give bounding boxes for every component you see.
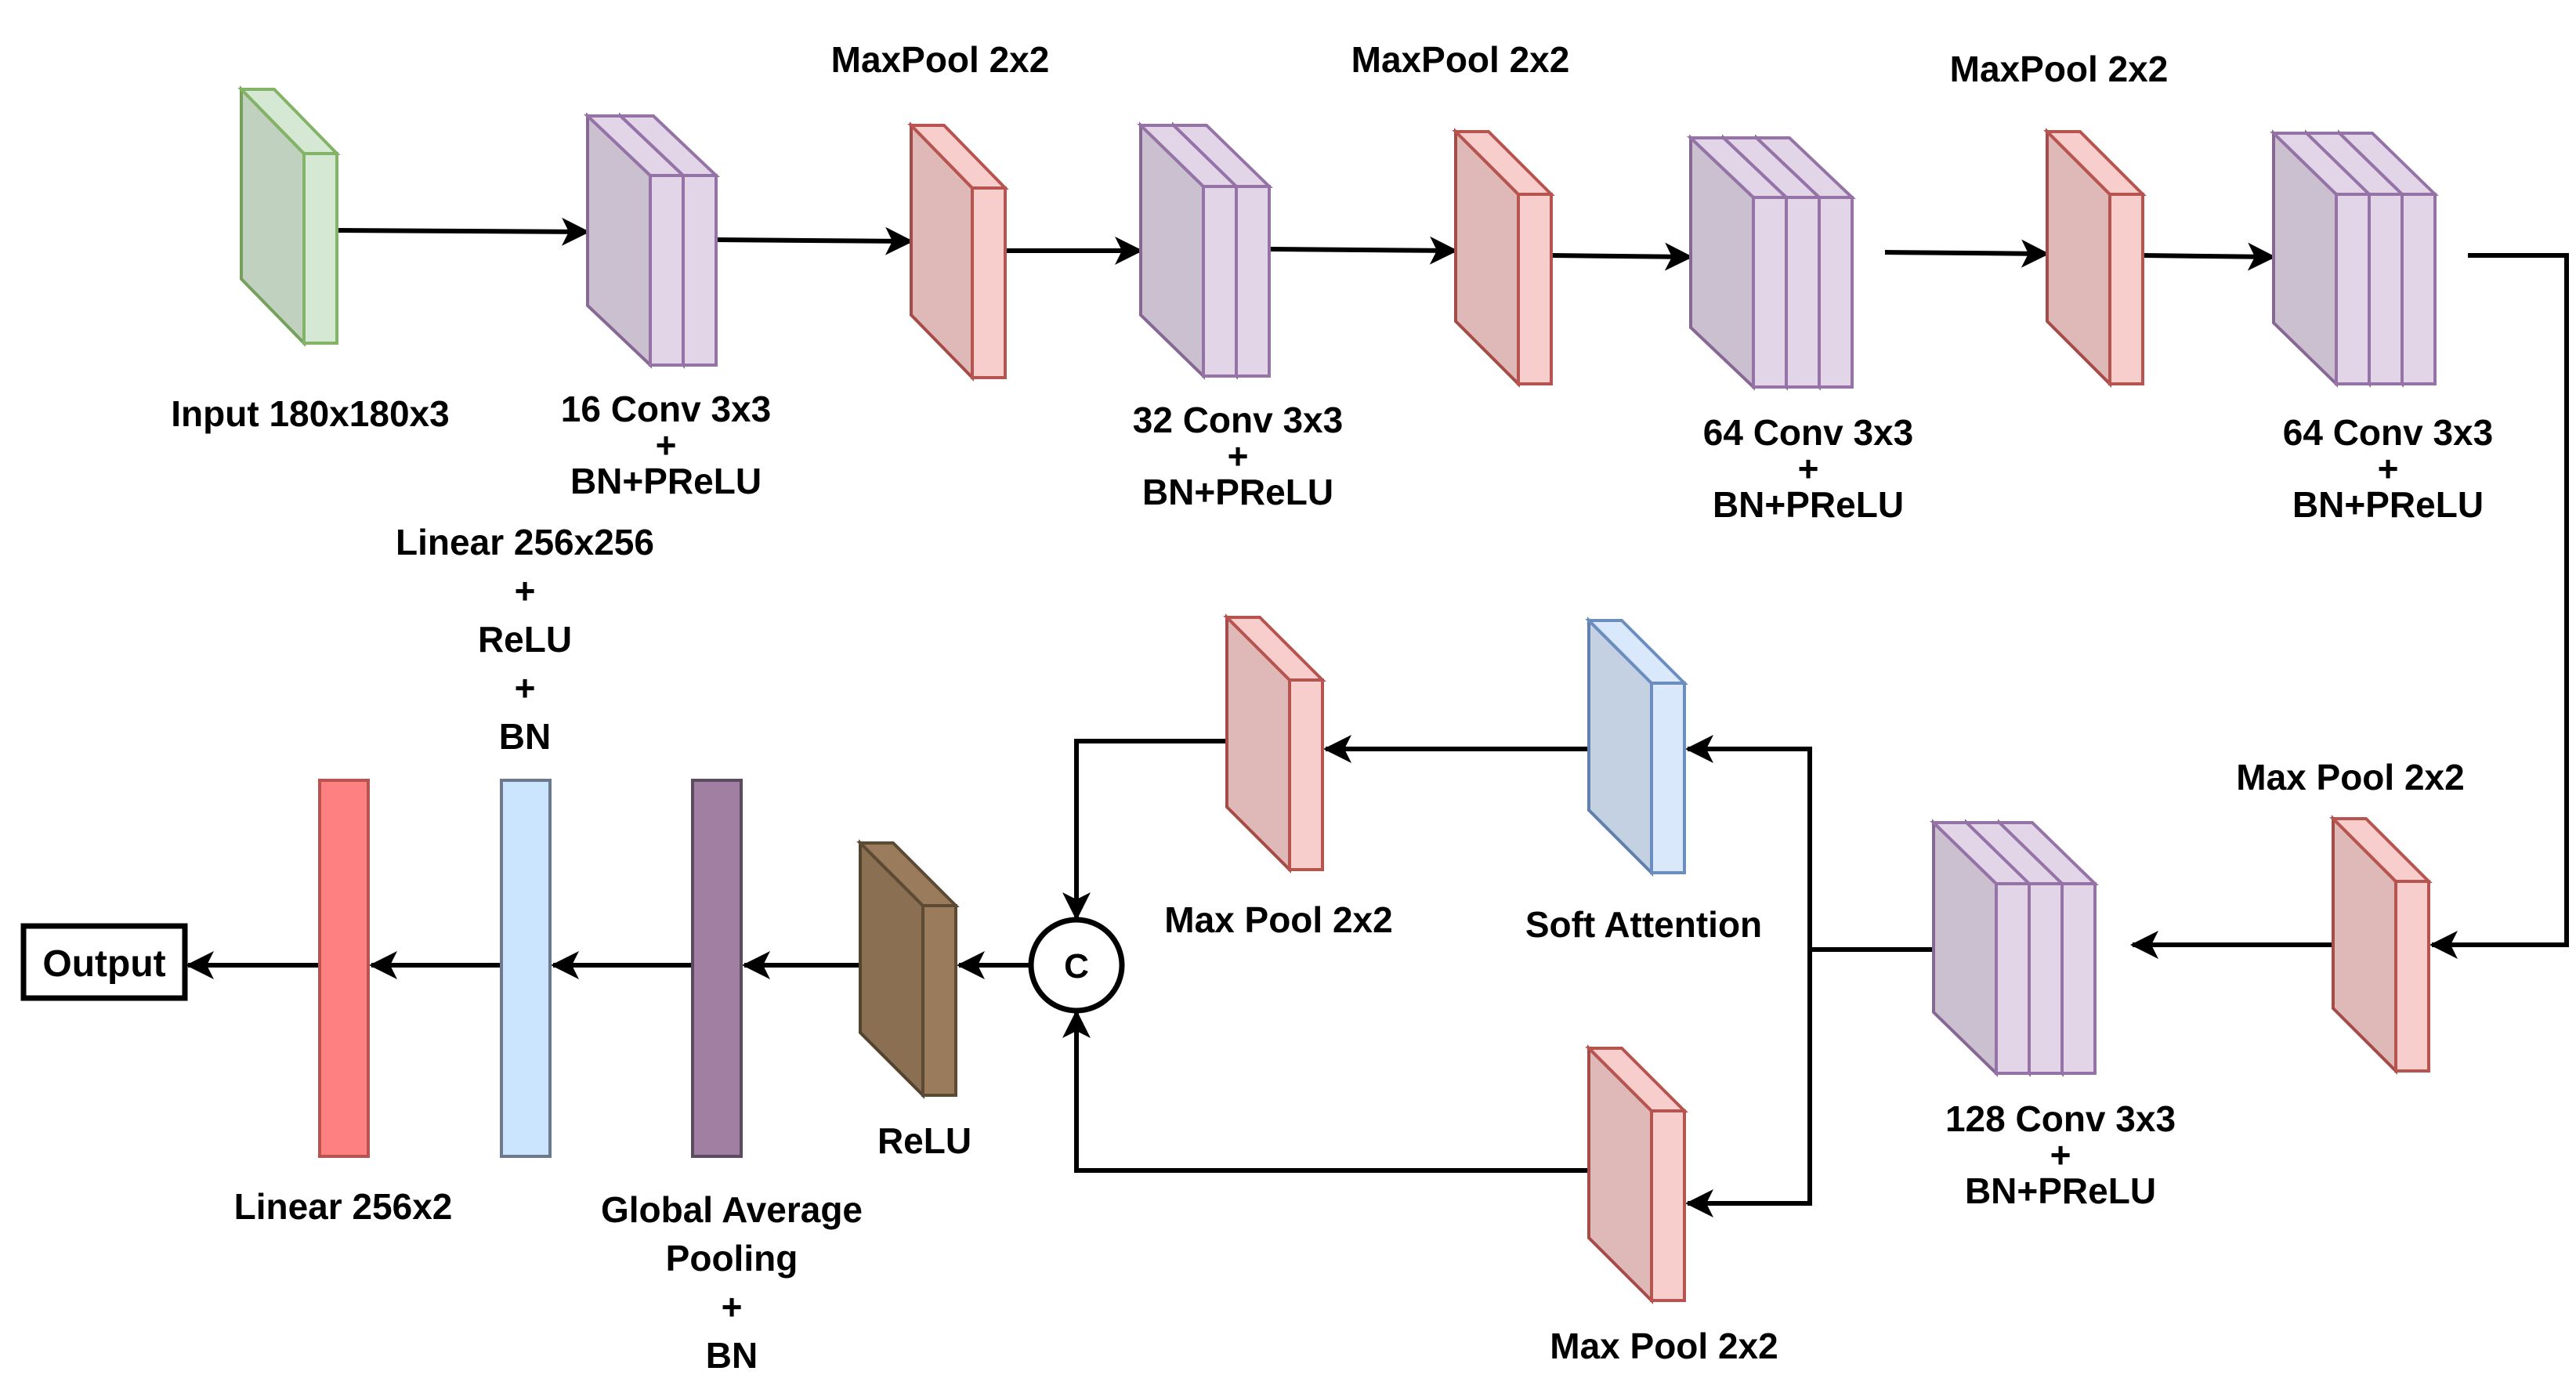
label-linear256-line-5: BN bbox=[499, 716, 551, 757]
label-conv128-line-1: 128 Conv 3x3 bbox=[1945, 1098, 2176, 1139]
label-conv64a-line-3: BN+PReLU bbox=[1713, 484, 1904, 525]
label-conv16-line-3: BN+PReLU bbox=[570, 461, 762, 501]
edge-poolskip-concat bbox=[1062, 1010, 1590, 1173]
label-conv32-line-3: BN+PReLU bbox=[1142, 472, 1333, 512]
label-pool-skip-line-1: Max Pool 2x2 bbox=[1550, 1326, 1778, 1366]
output-box bbox=[20, 923, 188, 1001]
conv32-block-slice-1-front bbox=[1202, 185, 1238, 378]
output-node bbox=[20, 923, 188, 1001]
attention-block bbox=[1585, 617, 1688, 877]
relu-block bbox=[856, 839, 960, 1099]
label-linear256-line-1: Linear 256x256 bbox=[396, 522, 654, 563]
label-linear256-line-3: ReLU bbox=[478, 619, 572, 660]
label-conv64b-line-2: + bbox=[2378, 448, 2399, 489]
conv64b-block-slice-1 bbox=[2270, 129, 2373, 388]
pool1-block bbox=[907, 121, 1009, 382]
conv128-block bbox=[1930, 819, 2099, 1077]
pool-attn-block bbox=[1223, 613, 1326, 874]
edge-pool3-conv64b bbox=[2142, 242, 2276, 271]
label-pool-attn-line-1: Max Pool 2x2 bbox=[1164, 899, 1392, 940]
edge-poolattn-concat bbox=[1062, 739, 1228, 921]
label-conv32-line-2: + bbox=[1228, 436, 1249, 476]
edge-input-conv16 bbox=[336, 217, 590, 246]
input-block-front bbox=[302, 152, 338, 345]
label-pool4-line-1: Max Pool 2x2 bbox=[2236, 757, 2464, 798]
label-linear2-line-1: Linear 256x2 bbox=[234, 1186, 453, 1227]
conv64a-block-slice-3-front bbox=[1818, 196, 1854, 389]
label-gap-line-1: Global Average bbox=[601, 1189, 863, 1230]
conv32-block bbox=[1137, 121, 1273, 380]
label-conv64b-line-1: 64 Conv 3x3 bbox=[2283, 412, 2493, 453]
attention-block-front bbox=[1650, 682, 1686, 874]
conv32-block-slice-2-front bbox=[1235, 185, 1271, 378]
linear2-block bbox=[318, 779, 370, 1158]
pool-skip-block-front bbox=[1650, 1109, 1686, 1302]
conv128-block-slice-1-front bbox=[1995, 882, 2031, 1075]
label-conv16-line-2: + bbox=[656, 425, 677, 465]
label-output-line-1: Output bbox=[42, 943, 165, 985]
relu-block-front bbox=[921, 904, 957, 1097]
edge-pool2-conv64a bbox=[1550, 242, 1693, 271]
edge-conv64b-pool4 bbox=[2429, 253, 2569, 959]
label-pool1-line-1: MaxPool 2x2 bbox=[831, 39, 1050, 80]
pool2-block bbox=[1452, 128, 1555, 388]
pool-skip-block bbox=[1585, 1044, 1688, 1304]
pool3-block-front bbox=[2108, 193, 2144, 385]
input-block bbox=[237, 85, 341, 347]
conv16-block-slice-2-front bbox=[682, 174, 718, 367]
conv64a-block bbox=[1686, 134, 1857, 391]
edge-conv128-attention bbox=[1685, 735, 1996, 952]
conv32-block-slice-1 bbox=[1137, 121, 1240, 380]
label-gap-line-4: BN bbox=[706, 1335, 758, 1376]
label-conv128-line-2: + bbox=[2050, 1134, 2071, 1175]
conv64b-block bbox=[2270, 129, 2439, 388]
conv128-block-slice-1 bbox=[1930, 819, 2033, 1077]
pool2-block-front bbox=[1517, 193, 1553, 385]
concat-node bbox=[1028, 917, 1125, 1014]
edge-conv64a-pool3 bbox=[1884, 239, 2050, 268]
pool-attn-block-front bbox=[1288, 678, 1324, 871]
conv16-block bbox=[583, 112, 721, 369]
pool3-block bbox=[2043, 128, 2147, 388]
gap-block bbox=[691, 779, 743, 1158]
conv64b-block-slice-3-front bbox=[2401, 193, 2437, 385]
edge-conv32-pool2 bbox=[1268, 236, 1458, 265]
label-conv128-line-3: BN+PReLU bbox=[1965, 1170, 2156, 1211]
label-linear256-line-4: + bbox=[515, 667, 536, 708]
label-pool3-line-1: MaxPool 2x2 bbox=[1950, 49, 2169, 89]
label-conv64a-line-2: + bbox=[1798, 448, 1819, 489]
label-conv16-line-1: 16 Conv 3x3 bbox=[561, 389, 771, 429]
conv64b-block-slice-2-front bbox=[2368, 193, 2404, 385]
conv16-block-slice-1 bbox=[583, 112, 688, 369]
conv64a-block-slice-1-front bbox=[1752, 196, 1788, 389]
conv64a-block-slice-1 bbox=[1686, 134, 1791, 391]
conv128-block-slice-2-front bbox=[2028, 882, 2064, 1075]
pool4-block-front bbox=[2394, 880, 2430, 1073]
label-input-line-1: Input 180x180x3 bbox=[171, 393, 449, 434]
edge-conv16-pool1 bbox=[715, 226, 914, 255]
edge-conv128-poolskip bbox=[1685, 950, 1812, 1217]
conv16-block-slice-1-front bbox=[649, 174, 685, 367]
layers bbox=[20, 85, 2439, 1304]
label-gap-line-2: Pooling bbox=[666, 1238, 798, 1279]
label-conv32-line-1: 32 Conv 3x3 bbox=[1133, 400, 1343, 440]
label-conv64a-line-1: 64 Conv 3x3 bbox=[1703, 412, 1913, 453]
label-conv64b-line-3: BN+PReLU bbox=[2292, 484, 2484, 525]
label-linear256-line-2: + bbox=[515, 570, 536, 611]
label-relu-line-1: ReLU bbox=[877, 1120, 971, 1161]
label-pool2-line-1: MaxPool 2x2 bbox=[1351, 39, 1570, 80]
pool1-block-front bbox=[971, 186, 1007, 379]
linear256-block bbox=[500, 779, 552, 1158]
label-attention-line-1: Soft Attention bbox=[1525, 904, 1762, 945]
conv64a-block-slice-2-front bbox=[1785, 196, 1821, 389]
concat-circle bbox=[1028, 917, 1125, 1014]
conv128-block-slice-3-front bbox=[2060, 882, 2097, 1075]
pool4-block bbox=[2329, 815, 2433, 1075]
conv64b-block-slice-1-front bbox=[2335, 193, 2371, 385]
label-gap-line-3: + bbox=[722, 1286, 743, 1327]
label-concat-line-1: C bbox=[1064, 947, 1089, 986]
